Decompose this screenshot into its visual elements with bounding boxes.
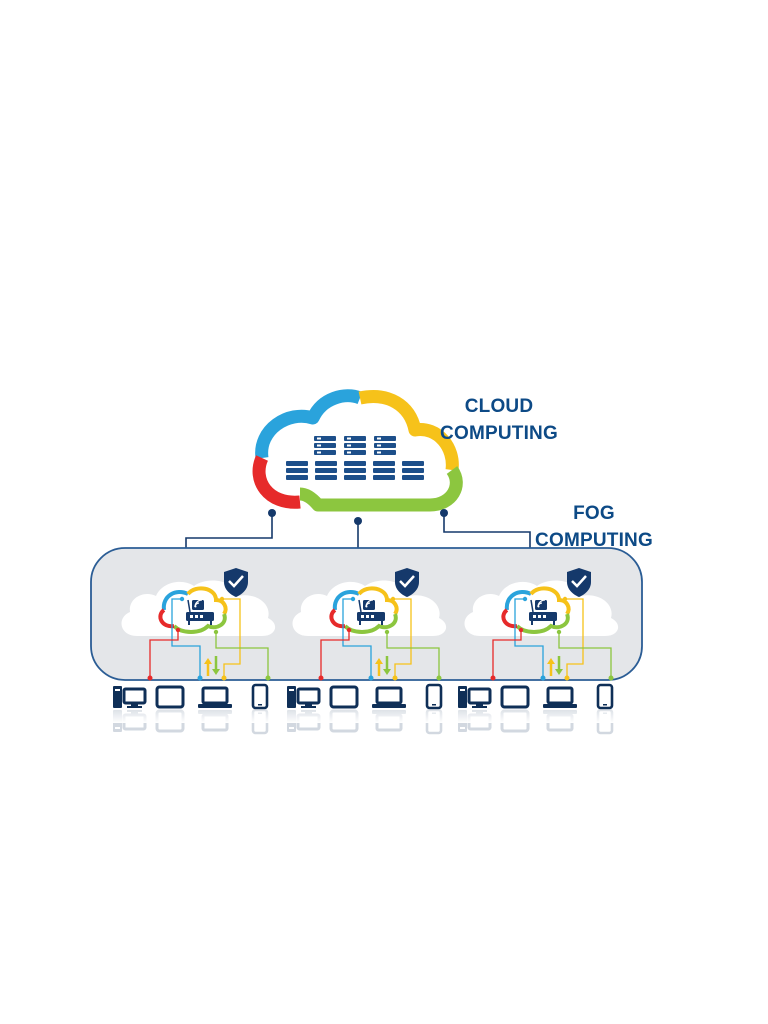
cloud-outline-red	[252, 455, 301, 509]
device-group-1	[111, 683, 269, 710]
cloud-computing-label: CLOUD COMPUTING	[428, 393, 570, 447]
cloud-outline-blue	[255, 389, 363, 459]
device-group-3	[456, 683, 614, 710]
fog-computing-label: FOG COMPUTING	[522, 500, 666, 554]
cloud-outline-green	[299, 466, 463, 512]
fog-label-line2: COMPUTING	[535, 530, 653, 551]
fog-label-line1: FOG	[573, 503, 615, 524]
device-group-2	[285, 683, 443, 710]
cloud-outline-yellow	[358, 390, 459, 471]
cloud-label-line1: CLOUD	[464, 396, 534, 417]
cloud-label-line2: COMPUTING	[440, 423, 558, 444]
server-rack-icon	[286, 436, 424, 480]
